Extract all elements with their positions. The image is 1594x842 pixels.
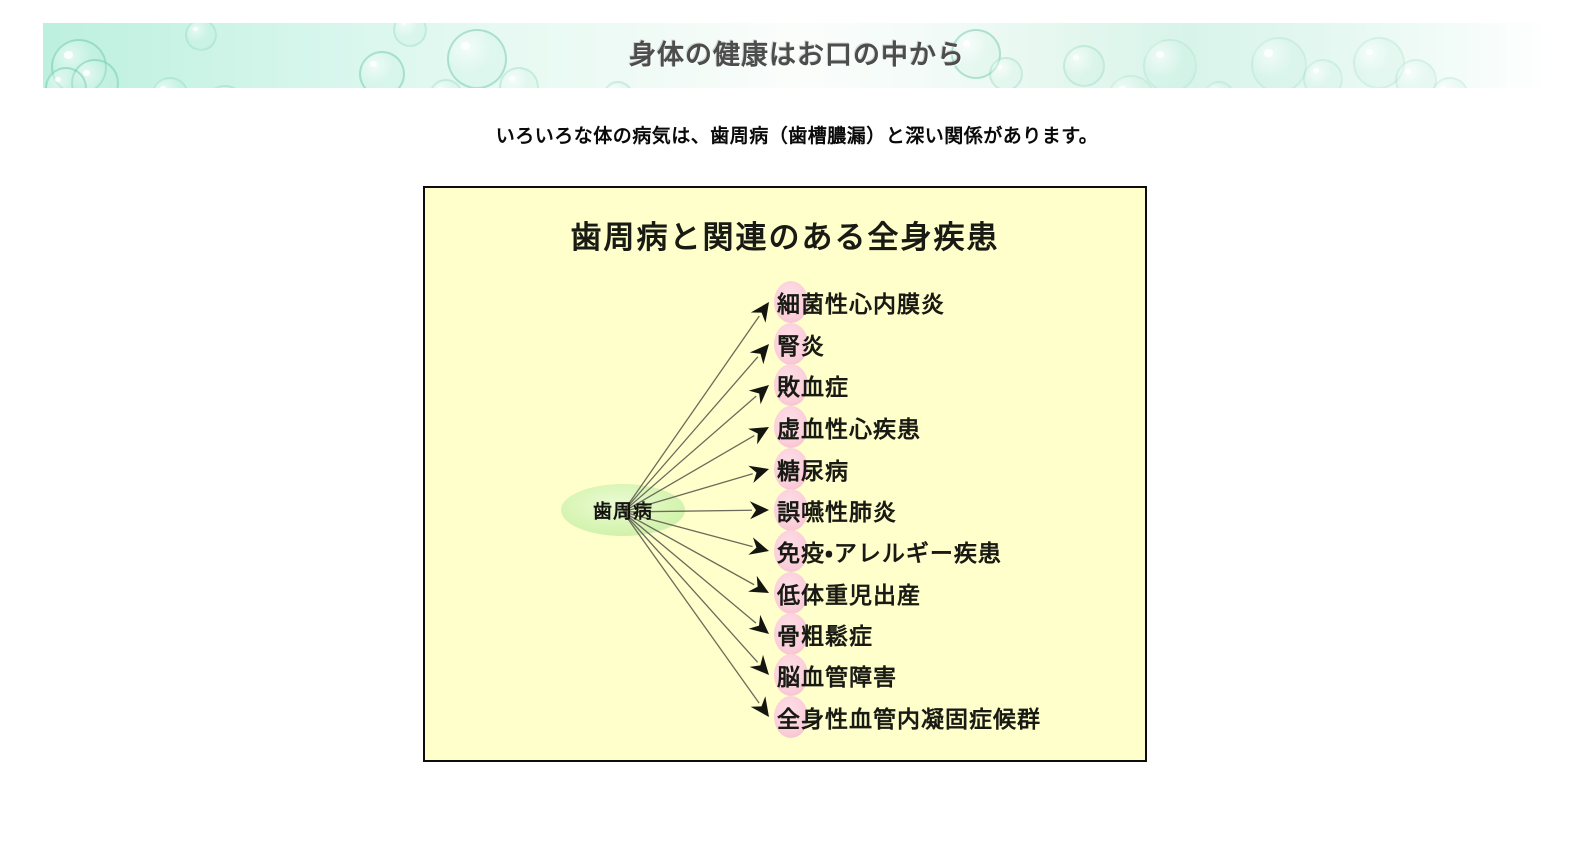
arrow-head-icon: [749, 344, 769, 365]
disease-label: 脳血管障害: [777, 664, 897, 690]
arrow-head-icon: [750, 696, 769, 717]
connector-line: [622, 473, 753, 513]
connector-line: [622, 509, 753, 513]
connector-line: [622, 434, 755, 513]
arrow-head-icon: [750, 302, 769, 323]
banner-title: 身体の健康はお口の中から: [629, 40, 965, 70]
label-highlight: [774, 406, 808, 448]
connector-line: [622, 511, 753, 548]
label-highlight: [774, 530, 808, 572]
connector-line: [622, 511, 760, 704]
label-highlight: [774, 696, 808, 738]
connector-line: [622, 511, 757, 624]
connector-line: [622, 395, 757, 513]
label-highlight-group: [774, 281, 808, 738]
label-highlight: [774, 281, 808, 323]
label-highlight: [774, 613, 808, 655]
arrow-head-icon: [748, 575, 769, 593]
disease-label: 腎炎: [777, 333, 825, 359]
page-subtitle: いろいろな体の病気は、歯周病（歯槽膿漏）と深い関係があります。: [495, 126, 1099, 147]
arrow-head-icon: [748, 465, 769, 484]
hub-node-shape: [561, 484, 685, 536]
label-highlight: [774, 489, 808, 531]
label-highlight: [774, 654, 808, 696]
disease-label: 免疫・アレルギー疾患: [777, 540, 1002, 566]
disease-label: 低体重児出産: [777, 582, 921, 608]
label-highlight: [774, 572, 808, 614]
connector-line: [622, 315, 760, 513]
disease-label: 骨粗鬆症: [777, 623, 873, 649]
disease-label: 虚血性心疾患: [777, 416, 921, 442]
arrow-head-icon: [748, 385, 769, 405]
arrow-head-icon: [748, 614, 769, 634]
connector-line: [622, 511, 755, 586]
hub-node-label: 歯周病: [592, 501, 654, 523]
disease-label: 全身性血管内凝固症候群: [777, 706, 1041, 732]
page-banner: 身体の健康はお口の中から: [43, 23, 1551, 88]
label-highlight: [774, 448, 808, 490]
arrow-head-icon: [749, 654, 769, 675]
diagram-graphics: [561, 281, 808, 738]
connector-group: [622, 302, 769, 717]
disease-label: 誤嚥性肺炎: [777, 499, 897, 525]
disease-diagram: 歯周病と関連のある全身疾患 歯周病 細菌性心内膜炎腎炎敗血症虚血性心疾患糖尿病誤…: [423, 186, 1147, 762]
label-highlight: [774, 364, 808, 406]
disease-label: 糖尿病: [777, 458, 849, 484]
connector-line: [622, 511, 759, 663]
connector-line: [622, 356, 759, 513]
label-highlight: [774, 323, 808, 365]
disease-label: 細菌性心内膜炎: [777, 291, 945, 317]
diagram-title: 歯周病と関連のある全身疾患: [570, 220, 1000, 255]
disease-label: 敗血症: [777, 374, 849, 400]
arrow-head-icon: [748, 427, 769, 445]
arrow-head-icon: [748, 537, 769, 555]
arrow-head-icon: [749, 501, 769, 520]
